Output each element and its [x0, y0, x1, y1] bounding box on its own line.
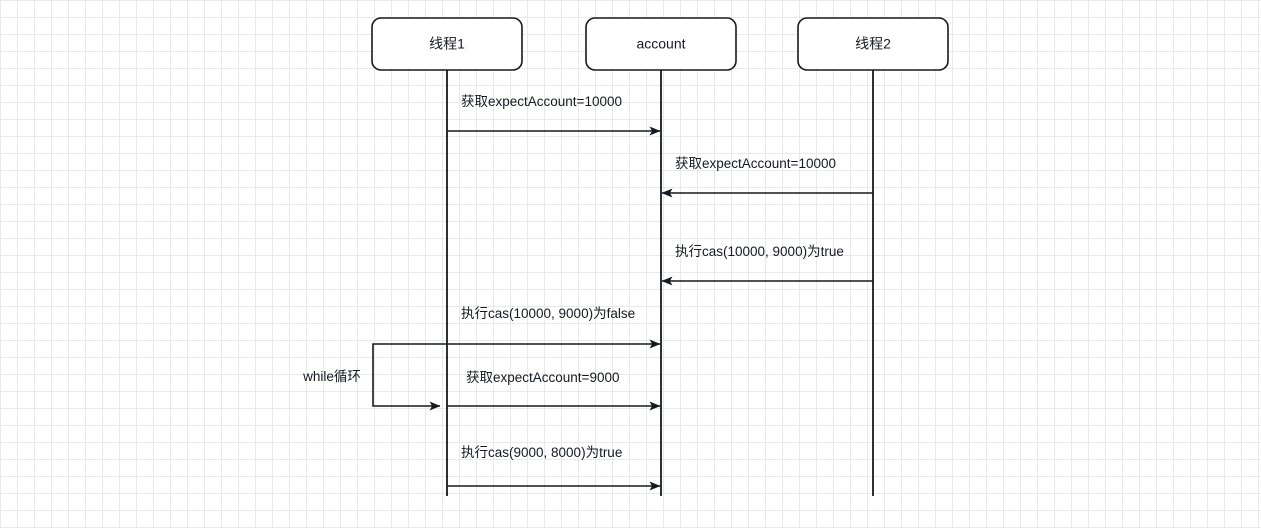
participant-label-thread2: 线程2: [855, 36, 891, 52]
while-loop-label: while循环: [302, 369, 361, 384]
participant-thread1[interactable]: 线程1: [371, 17, 523, 496]
participant-thread2[interactable]: 线程2: [797, 17, 949, 496]
message-label-4: 执行cas(10000, 9000)为false: [461, 306, 635, 321]
message-2[interactable]: 获取expectAccount=10000: [661, 156, 873, 198]
while-loop-bracket[interactable]: while循环: [302, 343, 447, 411]
message-label-1: 获取expectAccount=10000: [461, 94, 622, 109]
participant-label-thread1: 线程1: [429, 36, 465, 52]
while-loop-path[interactable]: [372, 343, 447, 411]
message-1[interactable]: 获取expectAccount=10000: [447, 94, 661, 136]
message-label-3: 执行cas(10000, 9000)为true: [675, 244, 844, 259]
participant-label-account: account: [636, 36, 685, 52]
message-label-6: 执行cas(9000, 8000)为true: [461, 445, 622, 460]
message-4[interactable]: 执行cas(10000, 9000)为false: [447, 306, 661, 349]
message-5[interactable]: 获取expectAccount=9000: [447, 370, 661, 411]
message-3[interactable]: 执行cas(10000, 9000)为true: [661, 244, 873, 286]
message-label-2: 获取expectAccount=10000: [675, 156, 836, 171]
participant-account[interactable]: account: [585, 17, 737, 496]
message-label-5: 获取expectAccount=9000: [466, 370, 619, 385]
message-6[interactable]: 执行cas(9000, 8000)为true: [447, 445, 661, 491]
